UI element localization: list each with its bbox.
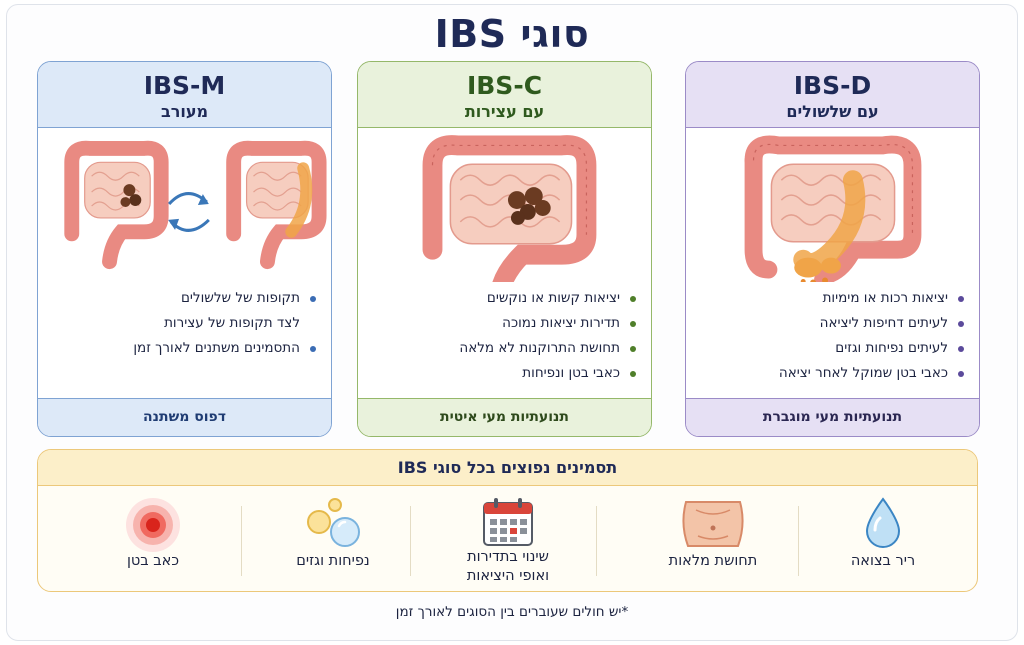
list-item-label: התסמינים משתנים לאורך זמן: [133, 340, 300, 356]
list-item-label: תדירות יציאות נמוכה: [502, 315, 620, 331]
bullet-icon: [630, 321, 636, 327]
bullet-icon: [630, 296, 636, 302]
card-footer: תנועתיות מעי מוגברת: [686, 398, 979, 436]
symptom-label: נפיחות וגזים: [296, 553, 370, 569]
card-code: IBS-D: [793, 71, 872, 100]
bullet-icon: [630, 371, 636, 377]
card-ibs-d: IBS-D עם שלשולים יציאות רכות או מימיות ל…: [685, 61, 980, 437]
list-item-label: כאבי בטן שמוקל לאחר יציאה: [778, 365, 948, 381]
list-item: תקופות של שלשולים: [48, 286, 316, 311]
list-item-label: תקופות של שלשולים: [180, 290, 300, 306]
card-subtitle: עם שלשולים: [786, 102, 879, 121]
card-code: IBS-C: [466, 71, 543, 100]
bullet-icon: [958, 346, 964, 352]
list-item: יציאות רכות או מימיות: [696, 286, 964, 311]
bullet-icon: [958, 296, 964, 302]
divider: [798, 506, 799, 576]
pain-target-icon: [126, 498, 180, 552]
symptom-list: יציאות רכות או מימיות לעיתים דחיפות ליצי…: [696, 286, 964, 386]
bullet-icon: [958, 321, 964, 327]
intestine-mixed-illustration: [64, 140, 327, 270]
common-symptoms-panel: תסמינים נפוצים בכל סוגי IBS ריר בצואה תח…: [37, 449, 978, 592]
card-code: IBS-M: [143, 71, 226, 100]
intestine-constipation-illustration: [422, 135, 597, 282]
symptom-frequency-change: שינוי בתדירות ואופי היציאות: [433, 490, 583, 590]
common-symptoms-title: תסמינים נפוצים בכל סוגי IBS: [38, 450, 977, 486]
bullet-icon: [310, 296, 316, 302]
divider: [241, 506, 242, 576]
list-item: לעיתים דחיפות ליציאה: [696, 311, 964, 336]
calendar-icon: [483, 498, 533, 546]
symptom-label: שינוי בתדירות ואופי היציאות: [433, 548, 583, 586]
card-subtitle: מעורב: [160, 102, 209, 121]
list-item-label: יציאות קשות או נוקשים: [486, 290, 620, 306]
bloated-belly-icon: [682, 501, 744, 547]
symptom-mucus: ריר בצואה: [818, 490, 948, 590]
symptom-label-line2: ואופי היציאות: [466, 568, 550, 584]
list-item-label: לעיתים דחיפות ליציאה: [819, 315, 948, 331]
intestine-diarrhea-illustration: [744, 135, 922, 282]
symptom-fullness: תחושת מלאות: [638, 490, 788, 590]
card-ibs-c: IBS-C עם עצירות יציאות קשות או נוקשים תד…: [357, 61, 652, 437]
list-item-label: יציאות רכות או מימיות: [822, 290, 948, 306]
page-title: סוגי IBS: [434, 12, 590, 56]
symptom-gas: נפיחות וגזים: [263, 490, 403, 590]
card-header: IBS-C עם עצירות: [358, 62, 651, 128]
droplet-icon: [865, 497, 901, 548]
symptom-label-line1: שינוי בתדירות: [467, 549, 549, 565]
symptom-abdominal-pain: כאב בטן: [88, 490, 218, 590]
divider: [596, 506, 597, 576]
list-item-label: לעיתים נפיחות וגזים: [835, 340, 948, 356]
card-header: IBS-D עם שלשולים: [686, 62, 979, 128]
symptom-label: ריר בצואה: [850, 553, 916, 569]
symptom-label: כאב בטן: [126, 553, 180, 569]
divider: [410, 506, 411, 576]
bullet-icon: [958, 371, 964, 377]
bullet-icon: [310, 346, 316, 352]
cycle-arrows-icon: [167, 192, 210, 232]
list-item: לצד תקופות של עצירות: [48, 311, 316, 336]
bullet-icon: [630, 346, 636, 352]
card-footer: דפוס משתנה: [38, 398, 331, 436]
card-subtitle: עם עצירות: [464, 102, 545, 121]
gas-bubbles-icon: [307, 498, 360, 547]
symptom-label: תחושת מלאות: [668, 553, 758, 569]
symptom-list: יציאות קשות או נוקשים תדירות יציאות נמוכ…: [368, 286, 636, 386]
card-footer: תנועתיות מעי איטית: [358, 398, 651, 436]
list-item: תחושת התרוקנות לא מלאה: [368, 336, 636, 361]
list-item: התסמינים משתנים לאורך זמן: [48, 336, 316, 361]
list-item-label: לצד תקופות של עצירות: [164, 315, 300, 331]
list-item: כאבי בטן שמוקל לאחר יציאה: [696, 361, 964, 386]
symptom-list: תקופות של שלשולים לצד תקופות של עצירות ה…: [48, 286, 316, 361]
footnote: *יש חולים שעוברים בין הסוגים לאורך זמן: [395, 604, 629, 620]
list-item-label: כאבי בטן ונפיחות: [522, 365, 620, 381]
list-item: יציאות קשות או נוקשים: [368, 286, 636, 311]
list-item: כאבי בטן ונפיחות: [368, 361, 636, 386]
card-header: IBS-M מעורב: [38, 62, 331, 128]
list-item: תדירות יציאות נמוכה: [368, 311, 636, 336]
list-item: לעיתים נפיחות וגזים: [696, 336, 964, 361]
card-ibs-m: IBS-M מעורב תקופות של שלשולים לצד תקופות…: [37, 61, 332, 437]
list-item-label: תחושת התרוקנות לא מלאה: [459, 340, 620, 356]
